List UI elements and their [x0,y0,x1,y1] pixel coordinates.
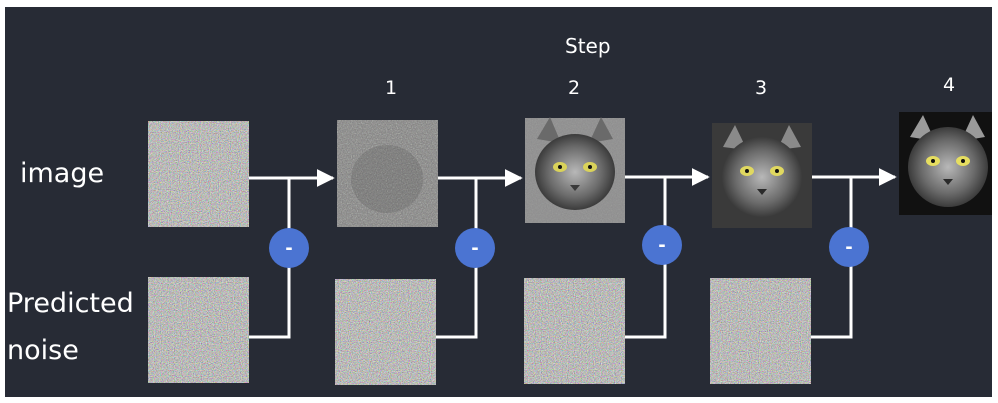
row-label-image: image [20,158,105,189]
step-label-2: 2 [568,77,581,99]
row-label-noise: noise [7,335,79,366]
predicted-noise-step2 [335,279,436,385]
row-label-predicted: Predicted [7,288,134,319]
operator-symbol: - [471,238,478,259]
operator-symbol: - [658,235,665,256]
minus-circle-icon: - [269,228,309,268]
cat-image-step2 [525,117,625,223]
operator-symbol: - [285,238,292,259]
minus-circle-icon: - [455,228,495,268]
step-label-4: 4 [943,74,956,96]
operator-symbol: - [845,237,852,258]
predicted-noise-step4 [710,278,811,384]
step-label-3: 3 [755,77,768,99]
diagram-canvas: Step 1 2 3 4 image Predicted noise [5,7,992,397]
minus-circle-icon: - [829,227,869,267]
denoising-flow-diagram: - - - - [148,112,992,385]
cat-image-step4 [899,112,992,215]
minus-circle-icon: - [642,225,682,265]
predicted-noise-step3 [524,278,625,384]
predicted-noise-step1 [148,277,249,383]
noisy-image-step1 [337,120,438,227]
cat-image-step3 [712,123,812,228]
noise-image-step0 [148,121,249,227]
step-axis-title: Step [565,34,611,58]
step-label-1: 1 [385,77,398,99]
